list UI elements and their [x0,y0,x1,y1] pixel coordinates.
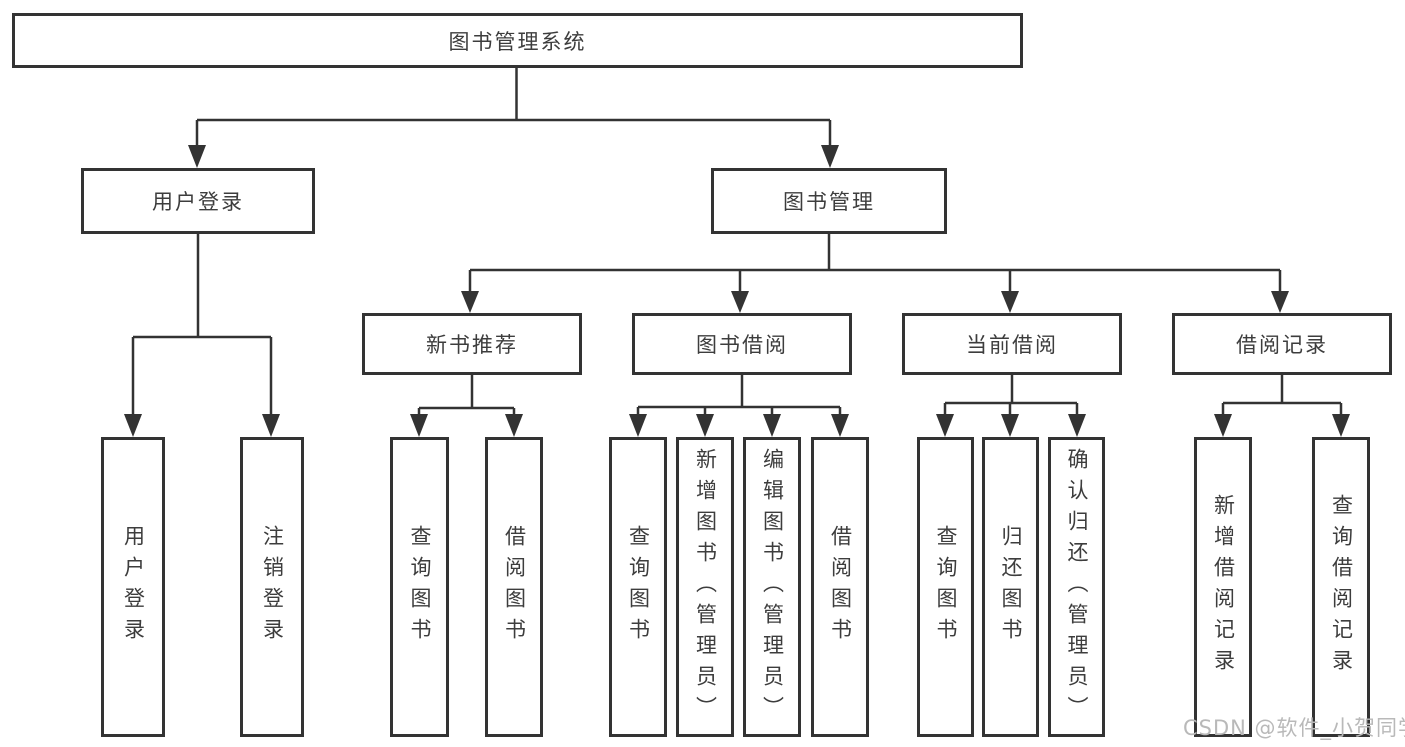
arrowhead [1214,414,1232,437]
leaf-cb-confirm-return-admin-label: 确认归还（管理员） [1065,447,1089,727]
node-book-management: 图书管理 [711,168,947,234]
arrowhead [731,291,749,313]
node-new-book-recommend: 新书推荐 [362,313,582,375]
leaf-cb-query-book: 查询图书 [917,437,974,737]
arrowhead [188,145,206,168]
connector-new-book-rec-to-leaves [410,375,523,437]
leaf-br-add-record-label: 新增借阅记录 [1211,494,1236,680]
arrowhead [1332,414,1350,437]
leaf-user-login: 用户登录 [101,437,165,737]
leaf-br-query-record: 查询借阅记录 [1312,437,1370,737]
arrowhead [505,414,523,437]
arrowhead [1001,291,1019,313]
arrowhead [821,145,839,168]
node-new-book-recommend-label: 新书推荐 [426,333,518,357]
leaf-logout: 注销登录 [240,437,304,737]
leaf-cb-return-book-label: 归还图书 [999,525,1023,649]
node-user-login-label: 用户登录 [152,190,244,214]
node-current-borrowing: 当前借阅 [902,313,1122,375]
arrowhead [1001,414,1019,437]
watermark: CSDN @软件_小贺同学 [1183,716,1405,740]
leaf-user-login-label: 用户登录 [121,525,146,649]
leaf-bb-add-book-admin-label: 新增图书（管理员） [693,447,718,727]
node-borrowing-records-label: 借阅记录 [1236,333,1328,357]
connector-current-borrow-to-leaves [936,375,1086,437]
leaf-bb-borrow-book: 借阅图书 [811,437,869,737]
leaf-bb-edit-book-admin-label: 编辑图书（管理员） [760,447,785,727]
leaf-cb-return-book: 归还图书 [982,437,1039,737]
arrowhead [124,414,142,437]
arrowhead [1068,414,1086,437]
node-borrowing-records: 借阅记录 [1172,313,1392,375]
connector-user-login-to-leaves [124,234,280,437]
arrowhead [831,414,849,437]
connector-book-mgmt-to-level3 [461,234,1289,313]
leaf-nbr-borrow-book-label: 借阅图书 [502,525,527,649]
leaf-nbr-query-book-label: 查询图书 [408,525,432,649]
leaf-br-query-record-label: 查询借阅记录 [1329,494,1354,680]
leaf-br-add-record: 新增借阅记录 [1194,437,1252,737]
connector-borrow-records-to-leaves [1214,375,1350,437]
leaf-nbr-borrow-book: 借阅图书 [485,437,543,737]
leaf-nbr-query-book: 查询图书 [390,437,449,737]
connector-book-borrow-to-leaves [629,375,849,437]
arrowhead [763,414,781,437]
leaf-logout-label: 注销登录 [260,525,285,649]
node-root: 图书管理系统 [12,13,1023,68]
leaf-bb-borrow-book-label: 借阅图书 [828,525,853,649]
node-current-borrowing-label: 当前借阅 [966,333,1058,357]
node-book-management-label: 图书管理 [783,190,875,214]
leaf-bb-add-book-admin: 新增图书（管理员） [676,437,734,737]
node-book-borrowing-label: 图书借阅 [696,333,788,357]
leaf-bb-edit-book-admin: 编辑图书（管理员） [743,437,801,737]
leaf-bb-query-book: 查询图书 [609,437,667,737]
arrowhead [696,414,714,437]
arrowhead [936,414,954,437]
arrowhead [1271,291,1289,313]
arrowhead [461,291,479,313]
node-user-login: 用户登录 [81,168,315,234]
arrowhead [262,414,280,437]
leaf-cb-confirm-return-admin: 确认归还（管理员） [1048,437,1105,737]
leaf-bb-query-book-label: 查询图书 [626,525,651,649]
leaf-cb-query-book-label: 查询图书 [934,525,958,649]
arrowhead [410,414,428,437]
node-root-label: 图书管理系统 [448,29,587,54]
connector-root-to-level2 [188,68,839,168]
node-book-borrowing: 图书借阅 [632,313,852,375]
arrowhead [629,414,647,437]
